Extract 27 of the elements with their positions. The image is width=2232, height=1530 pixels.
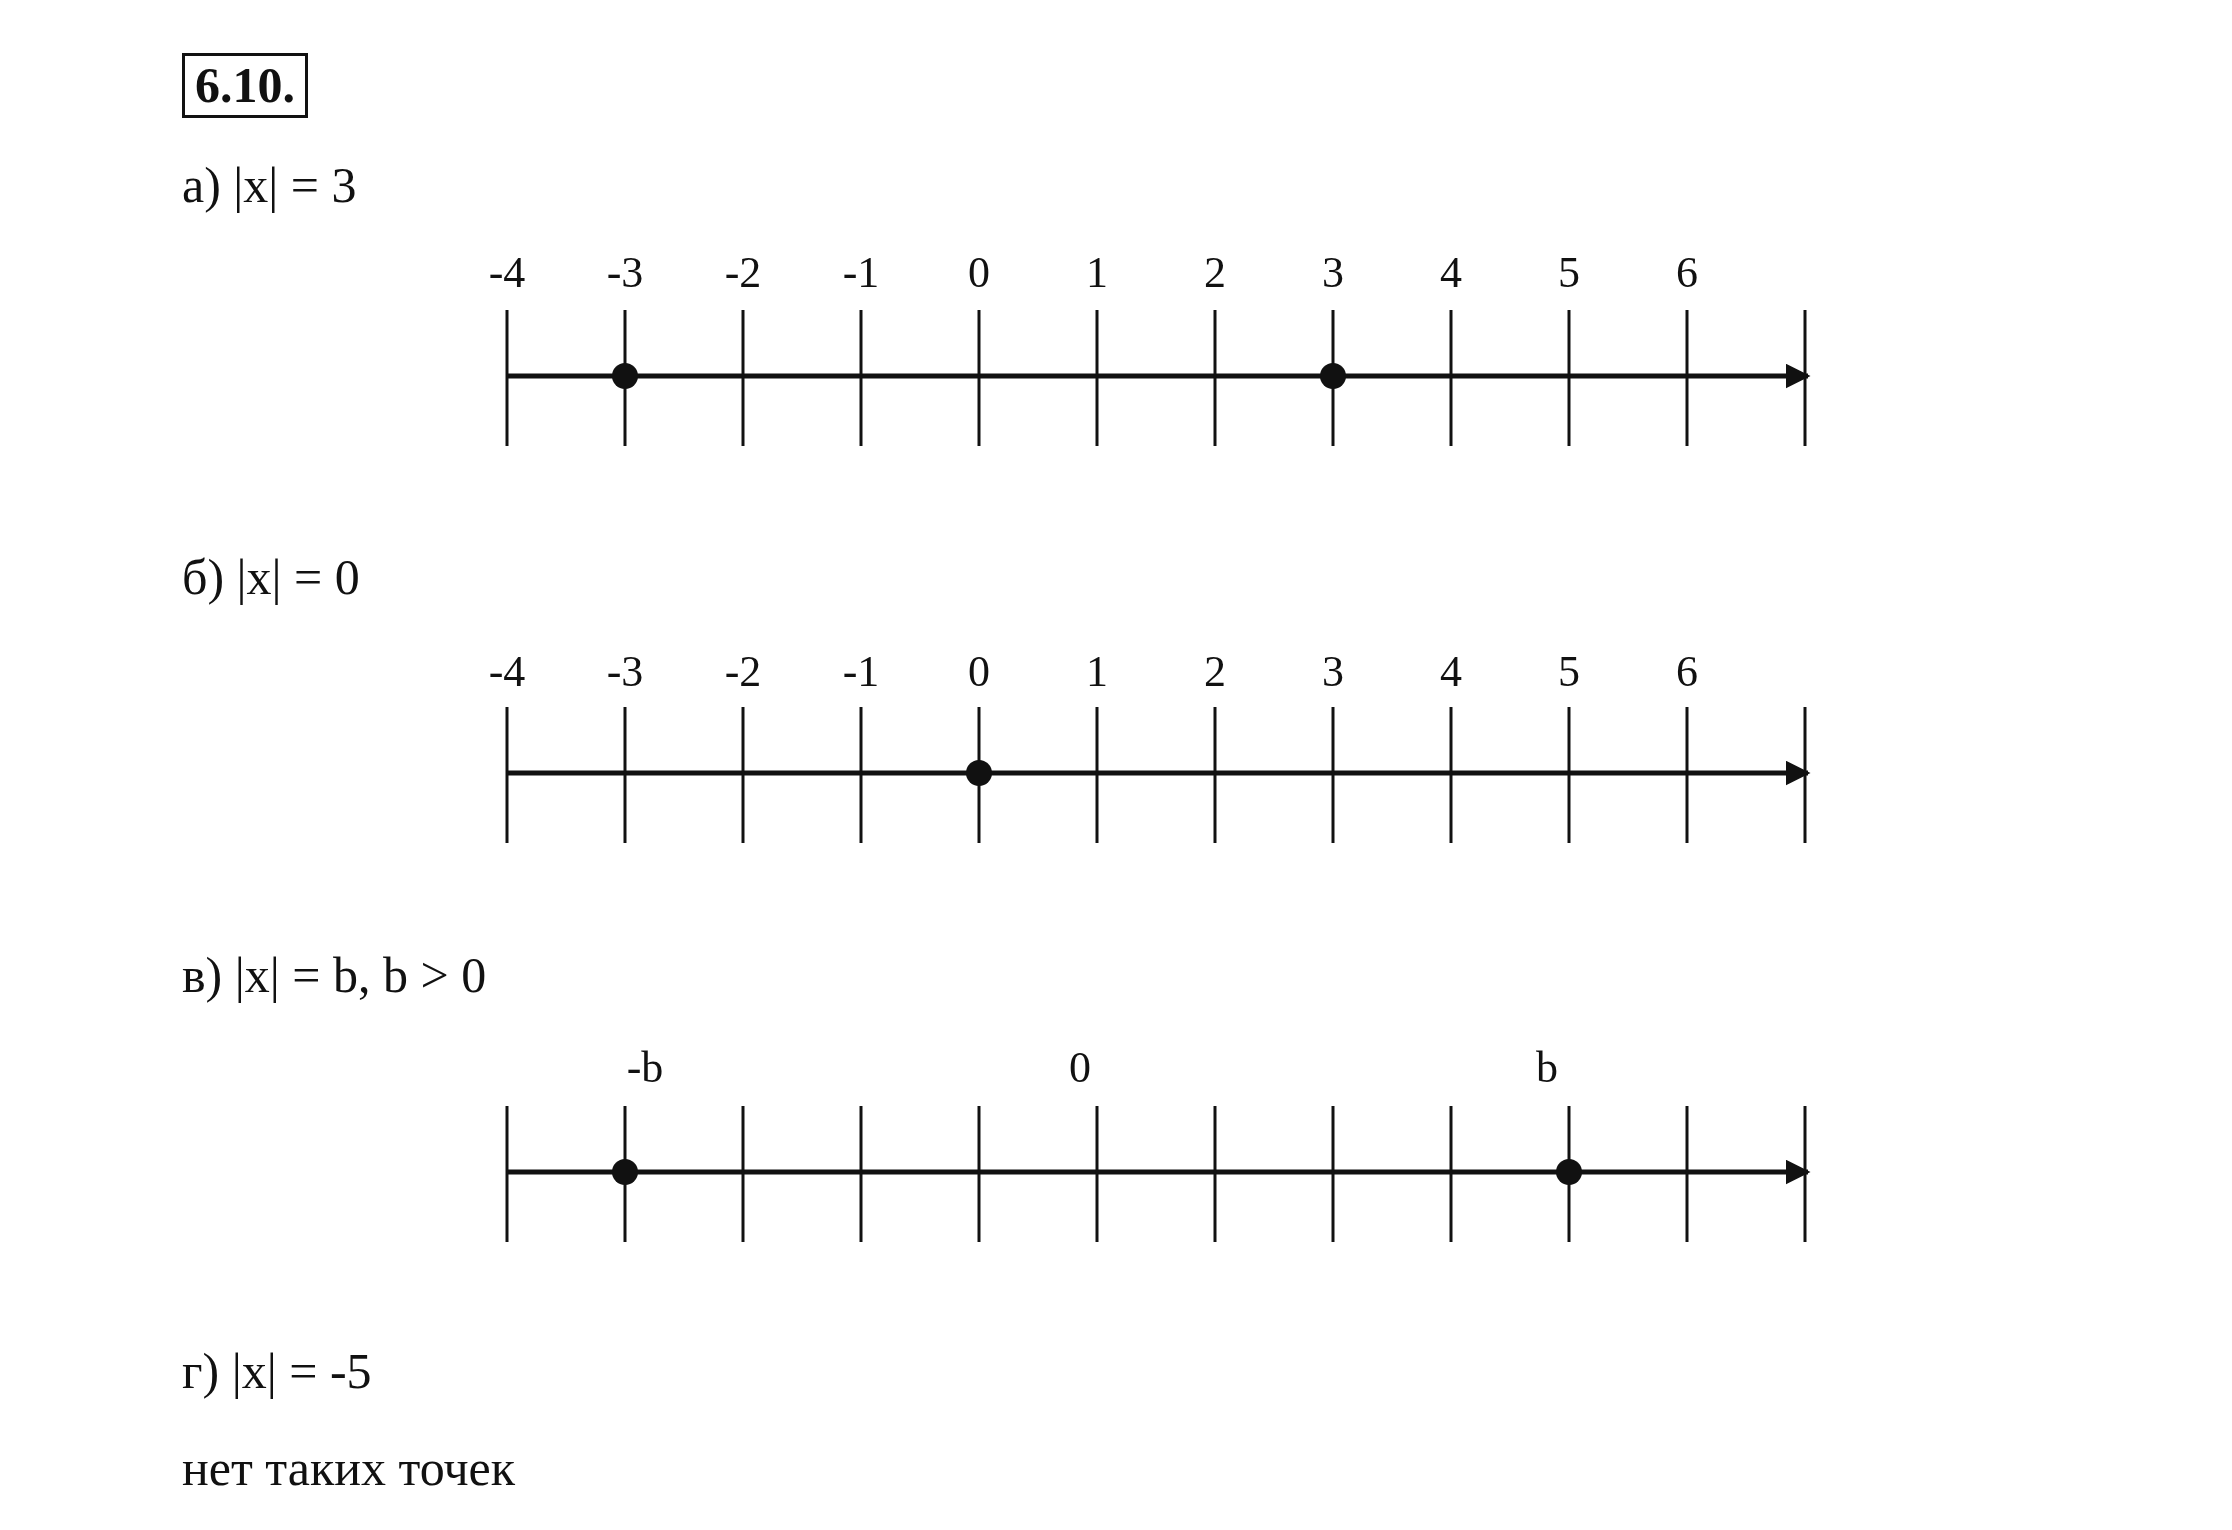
tick-label: -4 bbox=[488, 650, 526, 694]
tick-label: 1 bbox=[1086, 650, 1108, 694]
tick-label: 2 bbox=[1204, 650, 1226, 694]
tick-label: 6 bbox=[1676, 650, 1698, 694]
tick-label: -1 bbox=[842, 251, 880, 295]
tick-label: 3 bbox=[1322, 251, 1344, 295]
tick-label: -4 bbox=[488, 251, 526, 295]
tick-label: -2 bbox=[724, 650, 762, 694]
tick-label: 4 bbox=[1440, 650, 1462, 694]
tick-label: 4 bbox=[1440, 251, 1462, 295]
tick-label: 2 bbox=[1204, 251, 1226, 295]
tick-label: b bbox=[1536, 1046, 1558, 1090]
tick-label: -3 bbox=[606, 251, 644, 295]
tick-label: 0 bbox=[1069, 1046, 1091, 1090]
tick-label: -3 bbox=[606, 650, 644, 694]
tick-label: 3 bbox=[1322, 650, 1344, 694]
tick-label: 6 bbox=[1676, 251, 1698, 295]
tick-label: 1 bbox=[1086, 251, 1108, 295]
answer-text: нет таких точек bbox=[182, 1443, 516, 1493]
tick-label: 5 bbox=[1558, 650, 1580, 694]
tick-label: -2 bbox=[724, 251, 762, 295]
tick-label: 5 bbox=[1558, 251, 1580, 295]
tick-label: -b bbox=[626, 1046, 664, 1090]
tick-label: 0 bbox=[968, 650, 990, 694]
exercise-number: 6.10. bbox=[182, 53, 308, 118]
tick-label: 0 bbox=[968, 251, 990, 295]
tick-label: -1 bbox=[842, 650, 880, 694]
